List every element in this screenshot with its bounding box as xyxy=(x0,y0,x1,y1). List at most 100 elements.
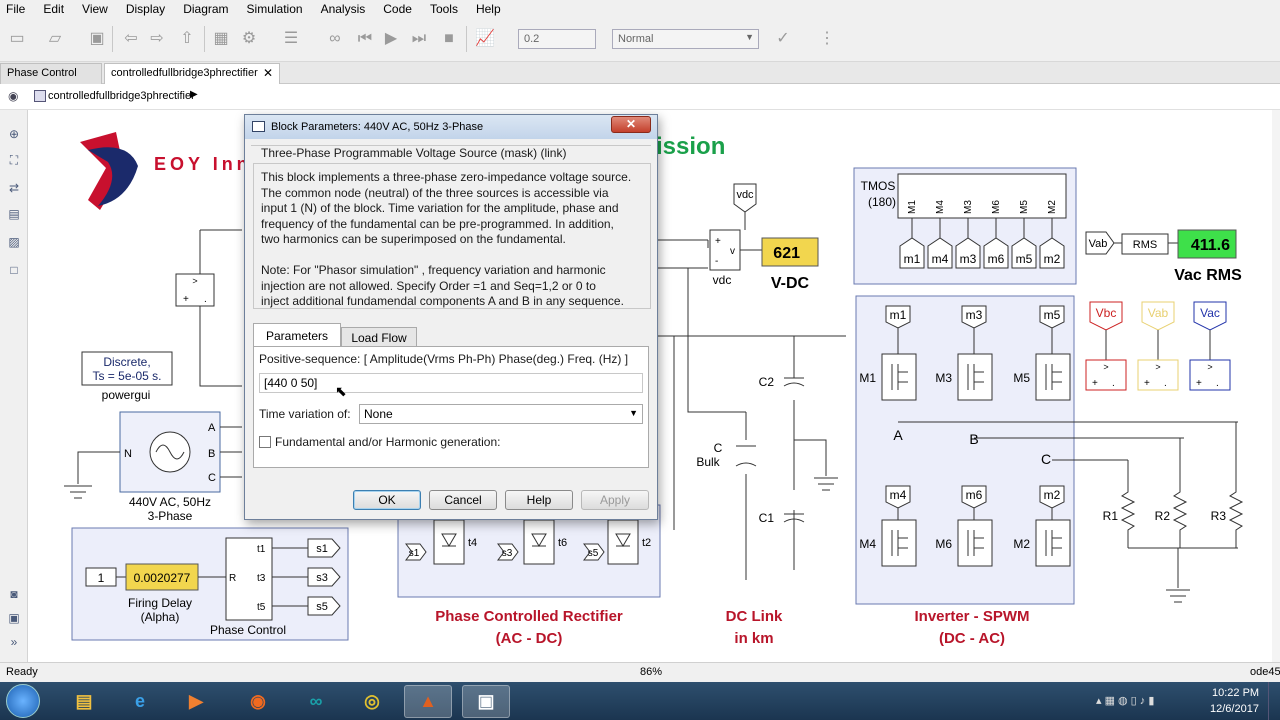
expand-icon[interactable]: » xyxy=(10,635,18,649)
resistor-r3[interactable]: R3 xyxy=(1211,422,1244,548)
capacitor-c1[interactable] xyxy=(783,513,805,523)
fit-view-icon[interactable]: ⛶ xyxy=(9,153,19,167)
breadcrumb-arrow-icon[interactable]: ▶ xyxy=(190,89,198,100)
resistor-r2[interactable]: R2 xyxy=(1155,438,1188,548)
close-icon[interactable]: ✕ xyxy=(611,116,651,133)
goto-s3[interactable]: s3 xyxy=(307,567,341,587)
vdc-tag[interactable]: vdc xyxy=(733,183,757,213)
scope-icon[interactable]: 📈 xyxy=(475,30,495,47)
capacitor-bulk[interactable] xyxy=(735,445,757,467)
media-player-icon[interactable]: ▶ xyxy=(189,691,203,711)
step-forward-icon[interactable]: ⏭ xyxy=(411,30,427,47)
arduino-icon[interactable]: ∞ xyxy=(309,691,323,711)
voltage-meas-vab[interactable]: Vab>+. xyxy=(1137,301,1179,391)
file-explorer-icon[interactable]: ▤ xyxy=(75,691,93,711)
menu-help[interactable]: Help xyxy=(475,2,501,16)
forward-icon[interactable]: ⇨ xyxy=(150,30,164,47)
phase-control-block[interactable] xyxy=(225,537,273,621)
capacitor-c2[interactable] xyxy=(783,377,805,387)
powergui-block[interactable] xyxy=(81,351,173,386)
firefox-icon[interactable]: ◉ xyxy=(250,691,266,711)
tab-parameters[interactable]: Parameters xyxy=(253,323,341,347)
apply-button[interactable]: Apply xyxy=(581,490,649,510)
breadcrumb[interactable]: controlledfullbridge3phrectifier xyxy=(48,90,195,102)
cancel-button[interactable]: Cancel xyxy=(429,490,497,510)
model-canvas[interactable]: EOY Inn ission Discrete, Ts = 5e-05 s. p… xyxy=(28,110,1272,662)
tmos-block[interactable] xyxy=(897,173,1067,219)
block-parameters-dialog[interactable]: Block Parameters: 440V AC, 50Hz 3-Phase … xyxy=(244,114,658,520)
help-button[interactable]: Help xyxy=(505,490,573,510)
open-folder-icon[interactable]: ▱ xyxy=(48,30,62,47)
vdc-display[interactable] xyxy=(761,237,819,267)
start-button[interactable] xyxy=(6,684,40,718)
internet-explorer-icon[interactable]: e xyxy=(134,691,145,711)
harmonic-checkbox[interactable] xyxy=(259,436,271,448)
clock-date[interactable]: 12/6/2017 xyxy=(1210,703,1259,715)
stop-icon[interactable]: ■ xyxy=(444,30,454,47)
vab-from-tag[interactable]: Vab xyxy=(1085,231,1115,255)
simulink-window-icon[interactable]: ▣ xyxy=(462,685,510,718)
zoom-icon[interactable]: ⊕ xyxy=(8,127,20,141)
library-icon[interactable]: ▦ xyxy=(213,30,229,47)
voltage-meas-vac[interactable]: Vac>+. xyxy=(1189,301,1231,391)
area-icon[interactable]: □ xyxy=(10,263,18,277)
menu-display[interactable]: Display xyxy=(125,2,166,16)
model-explorer-icon[interactable]: ☰ xyxy=(283,30,299,47)
voltage-measurement[interactable] xyxy=(175,273,215,307)
hide-browser-icon[interactable]: ◉ xyxy=(8,89,19,103)
step-back-icon[interactable]: ⏮ xyxy=(357,30,373,47)
back-icon[interactable]: ⇦ xyxy=(124,30,138,47)
chrome-icon[interactable]: ◎ xyxy=(364,691,380,711)
goto-s5[interactable]: s5 xyxy=(307,596,341,616)
goto-s1[interactable]: s1 xyxy=(307,538,341,558)
firing-delay-display[interactable] xyxy=(125,563,199,591)
menu-analysis[interactable]: Analysis xyxy=(320,2,366,16)
ok-button[interactable]: OK xyxy=(353,490,421,510)
menu-file[interactable]: File xyxy=(6,2,26,16)
property-icon[interactable]: ▣ xyxy=(8,611,20,625)
resistor-r1[interactable]: R1 xyxy=(1103,460,1136,548)
vertical-scrollbar[interactable] xyxy=(1272,110,1280,662)
close-icon[interactable]: ✕ xyxy=(262,66,273,80)
grid-icon[interactable]: ⋮ xyxy=(819,30,835,47)
matlab-icon[interactable]: ▲ xyxy=(404,685,452,718)
pos-seq-input[interactable]: [440 0 50] xyxy=(259,373,643,393)
tab-load-flow[interactable]: Load Flow xyxy=(341,327,417,347)
system-tray-icons[interactable]: ▴ ▦ ◍ ▯ ♪ ▮ xyxy=(1096,695,1155,707)
check-icon[interactable]: ✓ xyxy=(776,30,790,47)
menu-diagram[interactable]: Diagram xyxy=(183,2,229,16)
new-model-icon[interactable]: ▭ xyxy=(9,30,25,47)
clock-time[interactable]: 10:22 PM xyxy=(1212,687,1260,699)
up-icon[interactable]: ⇧ xyxy=(180,30,194,47)
menu-edit[interactable]: Edit xyxy=(43,2,65,16)
tab-model[interactable]: controlledfullbridge3phrectifier✕ xyxy=(104,63,280,84)
menu-view[interactable]: View xyxy=(82,2,108,16)
settings-gear-icon[interactable]: ⚙ xyxy=(241,30,257,47)
image-icon[interactable]: ▨ xyxy=(8,235,20,249)
simulation-mode-select[interactable]: Normal▼ xyxy=(612,29,759,49)
voltage-meas-vbc[interactable]: Vbc>+. xyxy=(1085,301,1127,391)
show-desktop-button[interactable] xyxy=(1268,682,1280,720)
menu-tools[interactable]: Tools xyxy=(429,2,458,16)
menu-code[interactable]: Code xyxy=(383,2,412,16)
link-icon[interactable]: ∞ xyxy=(329,30,341,47)
dialog-title-bar[interactable]: Block Parameters: 440V AC, 50Hz 3-Phase … xyxy=(245,115,657,139)
tab-phase-control[interactable]: Phase Control xyxy=(0,63,102,84)
time-variation-select[interactable]: None▼ xyxy=(359,404,643,424)
annotation-icon[interactable]: ▤ xyxy=(8,207,20,221)
save-icon[interactable]: ▣ xyxy=(89,30,105,47)
